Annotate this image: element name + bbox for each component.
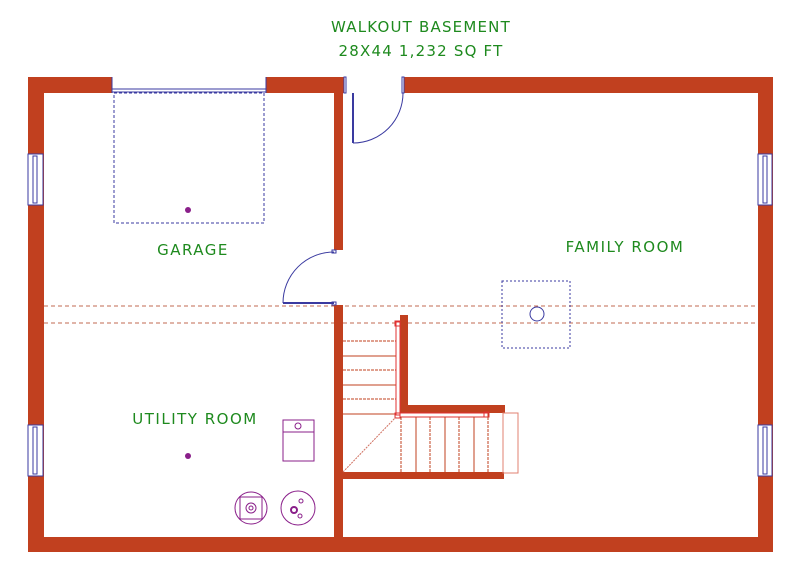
beam-lines bbox=[44, 305, 758, 324]
window-right-top bbox=[757, 153, 773, 206]
light-fixture-icon bbox=[185, 453, 191, 459]
water-heater-icon bbox=[282, 419, 315, 462]
room-label-family-room: FAMILY ROOM bbox=[566, 238, 685, 256]
window-left-top bbox=[27, 153, 44, 206]
window-left-bottom bbox=[27, 424, 44, 477]
support-post bbox=[501, 280, 571, 349]
sump-pump-icon bbox=[234, 491, 268, 525]
plan-subtitle: 28X44 1,232 SQ FT bbox=[339, 42, 504, 60]
room-label-garage: GARAGE bbox=[157, 241, 229, 259]
furnace-icon bbox=[280, 490, 316, 526]
light-fixture-icon bbox=[185, 207, 191, 213]
garage-door bbox=[111, 77, 267, 224]
window-right-bottom bbox=[757, 424, 773, 477]
interior-door bbox=[282, 249, 337, 306]
room-label-utility-room: UTILITY ROOM bbox=[132, 410, 257, 428]
entry-door bbox=[343, 76, 405, 144]
interior-walls bbox=[334, 93, 505, 537]
windows bbox=[27, 153, 773, 477]
exterior-walls bbox=[28, 77, 773, 552]
plan-title: WALKOUT BASEMENT bbox=[331, 18, 511, 36]
stairs bbox=[342, 320, 519, 474]
